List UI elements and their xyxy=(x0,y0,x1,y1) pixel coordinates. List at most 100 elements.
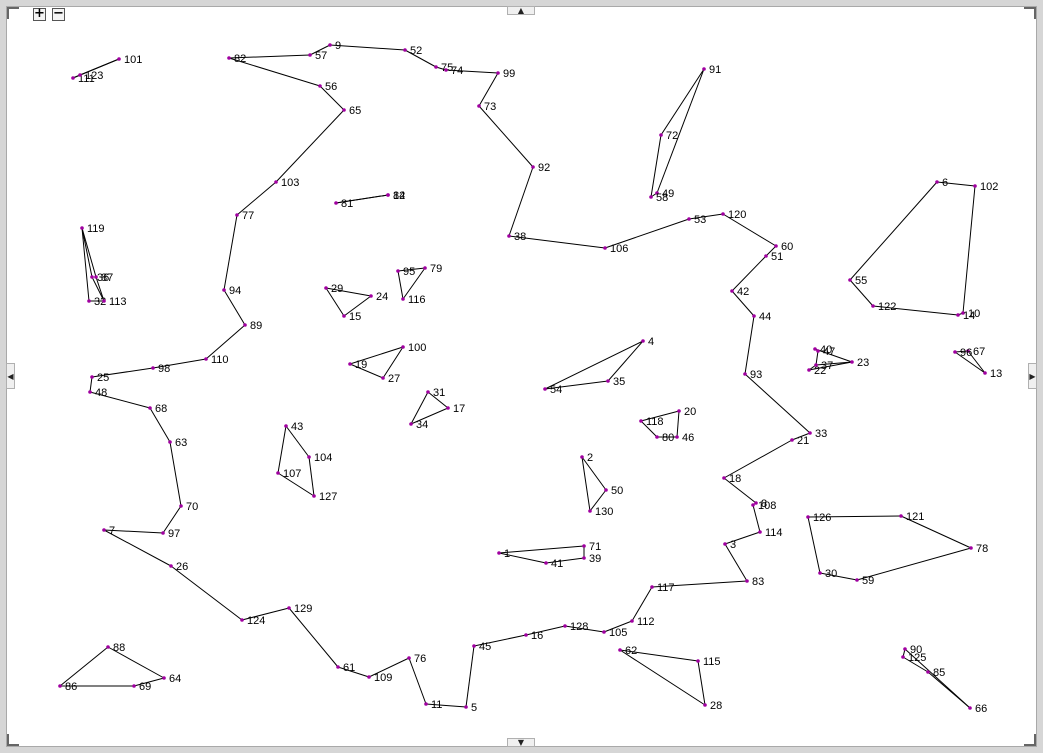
graph-node[interactable] xyxy=(544,561,548,565)
graph-node[interactable] xyxy=(240,618,244,622)
graph-node[interactable] xyxy=(369,294,373,298)
graph-node[interactable] xyxy=(87,299,91,303)
graph-node[interactable] xyxy=(774,244,778,248)
graph-node[interactable] xyxy=(507,234,511,238)
graph-node[interactable] xyxy=(284,424,288,428)
graph-node[interactable] xyxy=(151,366,155,370)
graph-node[interactable] xyxy=(702,67,706,71)
graph-node[interactable] xyxy=(604,488,608,492)
graph-node[interactable] xyxy=(758,530,762,534)
graph-node[interactable] xyxy=(722,476,726,480)
graph-node[interactable] xyxy=(580,455,584,459)
graph-node[interactable] xyxy=(807,368,811,372)
corner-bottom-left-handle[interactable] xyxy=(7,734,19,746)
pan-right-button[interactable]: ▶ xyxy=(1028,363,1037,389)
graph-node[interactable] xyxy=(901,655,905,659)
graph-node[interactable] xyxy=(424,702,428,706)
graph-node[interactable] xyxy=(423,266,427,270)
graph-node[interactable] xyxy=(816,349,820,353)
graph-node[interactable] xyxy=(386,193,390,197)
corner-bottom-right-handle[interactable] xyxy=(1024,734,1036,746)
graph-node[interactable] xyxy=(655,435,659,439)
graph-node[interactable] xyxy=(935,180,939,184)
graph-node[interactable] xyxy=(106,645,110,649)
graph-node[interactable] xyxy=(403,48,407,52)
graph-node[interactable] xyxy=(903,647,907,651)
graph-node[interactable] xyxy=(179,504,183,508)
graph-node[interactable] xyxy=(381,376,385,380)
graph-node[interactable] xyxy=(790,438,794,442)
graph-node[interactable] xyxy=(102,528,106,532)
graph-node[interactable] xyxy=(367,675,371,679)
graph-node[interactable] xyxy=(342,314,346,318)
graph-node[interactable] xyxy=(78,73,82,77)
graph-node[interactable] xyxy=(603,246,607,250)
graph-node[interactable] xyxy=(169,564,173,568)
graph-node[interactable] xyxy=(307,455,311,459)
graph-node[interactable] xyxy=(806,515,810,519)
graph-node[interactable] xyxy=(464,705,468,709)
graph-node[interactable] xyxy=(235,213,239,217)
graph-node[interactable] xyxy=(148,406,152,410)
graph-node[interactable] xyxy=(675,435,679,439)
graph-node[interactable] xyxy=(721,212,725,216)
graph-node[interactable] xyxy=(818,571,822,575)
graph-node[interactable] xyxy=(274,180,278,184)
graph-node[interactable] xyxy=(90,275,94,279)
graph-node[interactable] xyxy=(973,184,977,188)
graph-node[interactable] xyxy=(334,201,338,205)
graph-node[interactable] xyxy=(497,551,501,555)
graph-node[interactable] xyxy=(606,379,610,383)
graph-node[interactable] xyxy=(524,633,528,637)
graph-node[interactable] xyxy=(966,349,970,353)
graph-node[interactable] xyxy=(80,226,84,230)
graph-node[interactable] xyxy=(287,606,291,610)
corner-top-right-handle[interactable] xyxy=(1024,7,1036,19)
graph-node[interactable] xyxy=(472,644,476,648)
pan-down-button[interactable]: ▼ xyxy=(507,738,535,747)
graph-canvas[interactable] xyxy=(6,6,1037,747)
graph-node[interactable] xyxy=(318,84,322,88)
graph-node[interactable] xyxy=(855,578,859,582)
corner-top-left-handle[interactable] xyxy=(7,7,19,19)
graph-node[interactable] xyxy=(655,191,659,195)
graph-node[interactable] xyxy=(968,706,972,710)
graph-node[interactable] xyxy=(409,422,413,426)
graph-node[interactable] xyxy=(401,297,405,301)
graph-node[interactable] xyxy=(88,390,92,394)
graph-node[interactable] xyxy=(276,471,280,475)
graph-node[interactable] xyxy=(602,630,606,634)
graph-node[interactable] xyxy=(312,494,316,498)
graph-node[interactable] xyxy=(723,542,727,546)
graph-node[interactable] xyxy=(308,53,312,57)
graph-node[interactable] xyxy=(407,656,411,660)
graph-node[interactable] xyxy=(222,288,226,292)
graph-node[interactable] xyxy=(90,375,94,379)
graph-node[interactable] xyxy=(871,304,875,308)
graph-node[interactable] xyxy=(227,56,231,60)
graph-node[interactable] xyxy=(204,357,208,361)
graph-node[interactable] xyxy=(94,275,98,279)
graph-node[interactable] xyxy=(649,195,653,199)
graph-node[interactable] xyxy=(745,579,749,583)
graph-node[interactable] xyxy=(743,372,747,376)
graph-node[interactable] xyxy=(401,345,405,349)
graph-node[interactable] xyxy=(543,387,547,391)
graph-node[interactable] xyxy=(754,501,758,505)
graph-node[interactable] xyxy=(162,676,166,680)
graph-node[interactable] xyxy=(324,286,328,290)
graph-node[interactable] xyxy=(961,311,965,315)
graph-node[interactable] xyxy=(630,619,634,623)
graph-node[interactable] xyxy=(730,289,734,293)
graph-node[interactable] xyxy=(336,665,340,669)
graph-node[interactable] xyxy=(899,514,903,518)
pan-up-button[interactable]: ▲ xyxy=(507,6,535,15)
zoom-in-button[interactable]: + xyxy=(33,6,46,21)
graph-node[interactable] xyxy=(582,544,586,548)
graph-node[interactable] xyxy=(328,43,332,47)
pan-left-button[interactable]: ◀ xyxy=(6,363,15,389)
graph-node[interactable] xyxy=(764,254,768,258)
graph-node[interactable] xyxy=(808,431,812,435)
graph-node[interactable] xyxy=(444,68,448,72)
